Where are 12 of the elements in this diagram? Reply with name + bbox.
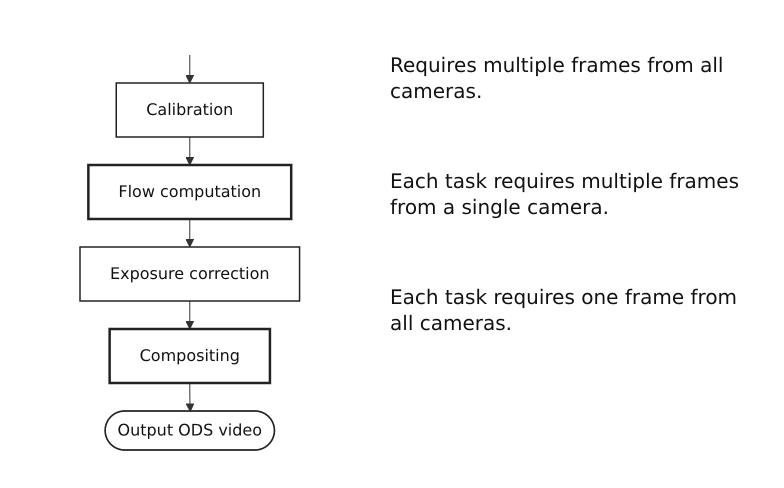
node-box: Flow computation [87, 163, 293, 220]
arrow [186, 136, 194, 165]
node-box: Compositing [108, 327, 272, 384]
note-text: Each task requires one frame from all cameras. [390, 284, 738, 336]
node-box: Exposure correction [79, 246, 301, 302]
note-text: Each task requires multiple frames from a single camera. [390, 168, 740, 220]
note-text: Requires multiple frames from all cameras. [390, 52, 724, 104]
node-box: Calibration [116, 82, 264, 138]
arrow [186, 54, 194, 83]
arrow [186, 300, 194, 329]
arrow [186, 382, 195, 412]
arrow [186, 218, 194, 247]
